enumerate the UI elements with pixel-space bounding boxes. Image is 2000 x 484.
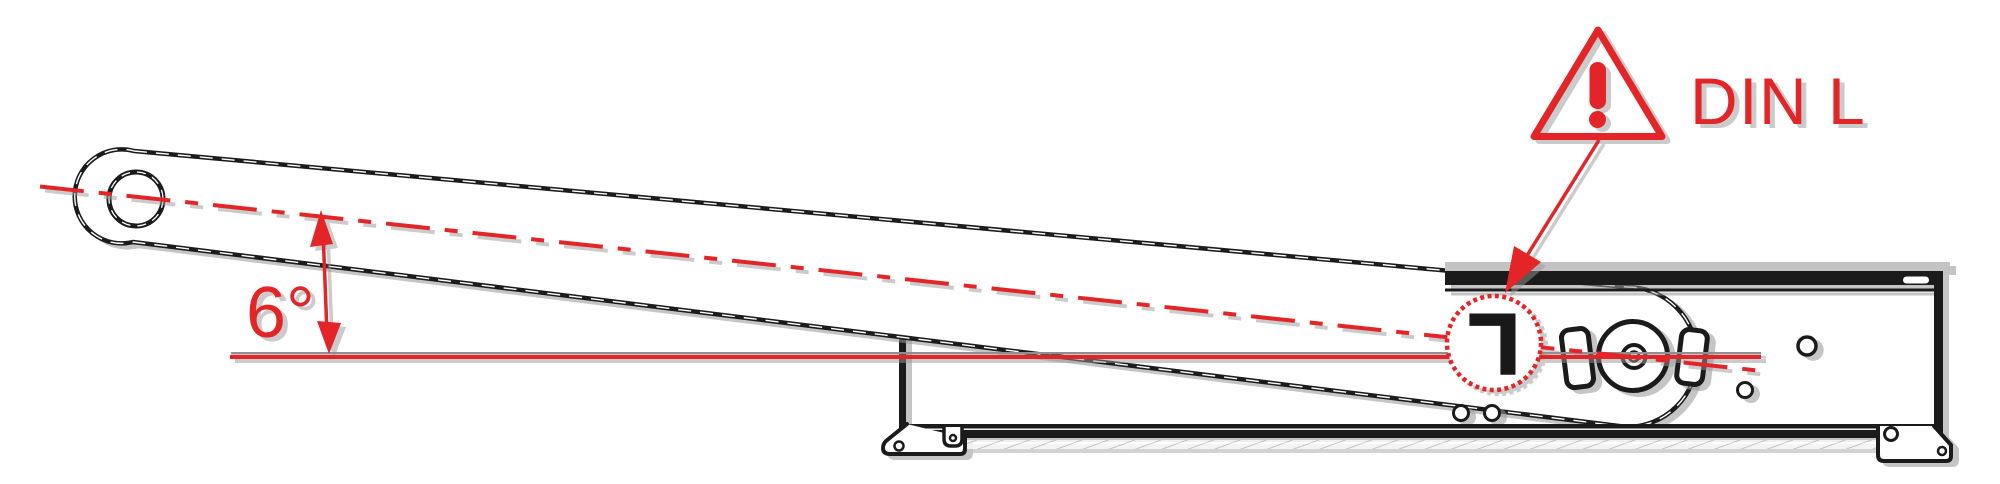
arm-centerline — [39, 184, 1759, 373]
body-right-edge — [1934, 271, 1943, 461]
leader-line — [1521, 139, 1601, 263]
marker-circle — [1444, 293, 1544, 393]
reference-line — [230, 355, 1761, 359]
body-top-notch — [1903, 276, 1929, 284]
valve-hole-lower — [1736, 381, 1754, 399]
body-top-band — [1445, 271, 1943, 285]
arm-outline — [72, 147, 1700, 430]
exclamation-dot — [1589, 111, 1606, 128]
body-bottom-band — [899, 424, 1943, 438]
body-shadow-hatch — [915, 440, 1935, 449]
closer-arm — [72, 147, 1700, 430]
leader-arrowhead — [1505, 246, 1541, 293]
valve-hole-right — [1796, 335, 1818, 357]
foot-left-clip — [942, 425, 964, 448]
body-top-line — [1445, 288, 1943, 292]
foot-left-clip-pin — [948, 433, 958, 443]
marker-glyph: L — [1468, 297, 1519, 391]
angle-label: 6° — [246, 273, 315, 353]
screw-hole-b — [1483, 404, 1501, 422]
foot-left-screw-hole — [893, 440, 905, 452]
annotations: 6° L DIN L — [39, 26, 1866, 393]
foot-right-screw-hole — [1883, 426, 1899, 442]
exclamation-mark-icon — [1589, 62, 1606, 128]
screw-hole-a — [1452, 404, 1470, 422]
angle-arrowhead-down — [317, 321, 341, 354]
warning-triangle-outline — [1530, 26, 1666, 140]
angle-arrowhead-up — [310, 210, 333, 247]
din-l-label: DIN L — [1690, 64, 1866, 138]
warning-triangle-icon — [1530, 26, 1666, 140]
body-top-chamfer — [1445, 262, 1950, 271]
exclamation-bar — [1589, 62, 1606, 109]
reference-line-shadow — [231, 352, 1761, 355]
foot-right-pin-hole — [1936, 445, 1948, 457]
body-bottom-slit — [903, 428, 1939, 430]
closer-body-front — [881, 262, 1953, 463]
